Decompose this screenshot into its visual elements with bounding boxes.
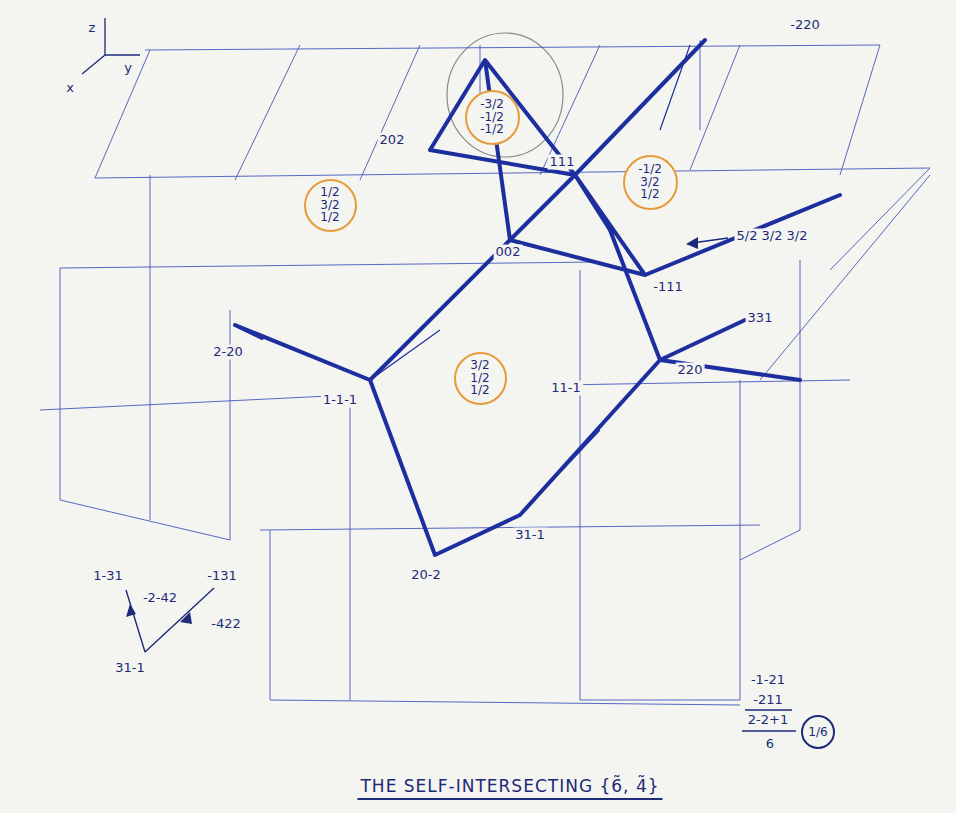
arrowhead	[180, 612, 192, 624]
circled-coordinate: 3/2 1/2 1/2	[454, 352, 507, 405]
vertex-label: 20-2	[409, 568, 443, 583]
vertex-label: 1-31	[91, 569, 125, 584]
arrowhead	[126, 604, 136, 617]
vertex-label: y	[122, 61, 134, 76]
vertex-label: -220	[788, 18, 822, 33]
coordinate-text: 3/2 1/2 1/2	[470, 359, 489, 397]
vertex-label: 002	[494, 245, 523, 260]
coordinate-text: 1/2 3/2 1/2	[320, 186, 339, 224]
coordinate-text: 1/6	[808, 726, 827, 739]
vertex-label: 220	[676, 363, 705, 378]
vertex-label: 2-20	[211, 345, 245, 360]
vertex-label: 1-1-1	[321, 393, 359, 408]
vertex-label: -422	[209, 617, 243, 632]
vertex-label: 31-1	[113, 661, 147, 676]
lattice-grid	[40, 40, 930, 705]
circled-coordinate: 1/6	[801, 715, 835, 749]
vertex-label: -111	[651, 280, 685, 295]
vertex-label: 31-1	[513, 528, 547, 543]
vector-sketch	[126, 588, 214, 652]
vertex-label: 6	[764, 737, 776, 752]
polyhedron-edges	[235, 40, 840, 555]
vertex-label: 2-2+1	[746, 713, 790, 728]
vertex-label: 331	[746, 311, 775, 326]
circled-coordinate: -1/2 3/2 1/2	[623, 155, 678, 210]
vertex-label: 5/2 3/2 3/2	[734, 229, 809, 244]
vertex-label: 202	[378, 133, 407, 148]
thin-edges	[370, 45, 690, 515]
caption: THE SELF-INTERSECTING {6̃, 4̃}	[357, 776, 662, 800]
arrowhead	[686, 237, 698, 249]
vertex-label: z	[87, 21, 98, 36]
vertex-label: -1-21	[749, 673, 787, 688]
vertex-label: -2-42	[141, 591, 179, 606]
vertex-label: 11-1	[549, 381, 583, 396]
fraction-bars	[742, 710, 796, 731]
circled-coordinate: 1/2 3/2 1/2	[304, 179, 357, 232]
vertex-label: x	[64, 81, 76, 96]
circled-coordinate: -3/2 -1/2 -1/2	[465, 90, 520, 145]
vertex-label: 111	[548, 155, 577, 170]
coordinate-text: -3/2 -1/2 -1/2	[480, 98, 504, 136]
vertex-label: -211	[751, 693, 785, 708]
vertex-label: -131	[205, 569, 239, 584]
coordinate-text: -1/2 3/2 1/2	[638, 163, 662, 201]
